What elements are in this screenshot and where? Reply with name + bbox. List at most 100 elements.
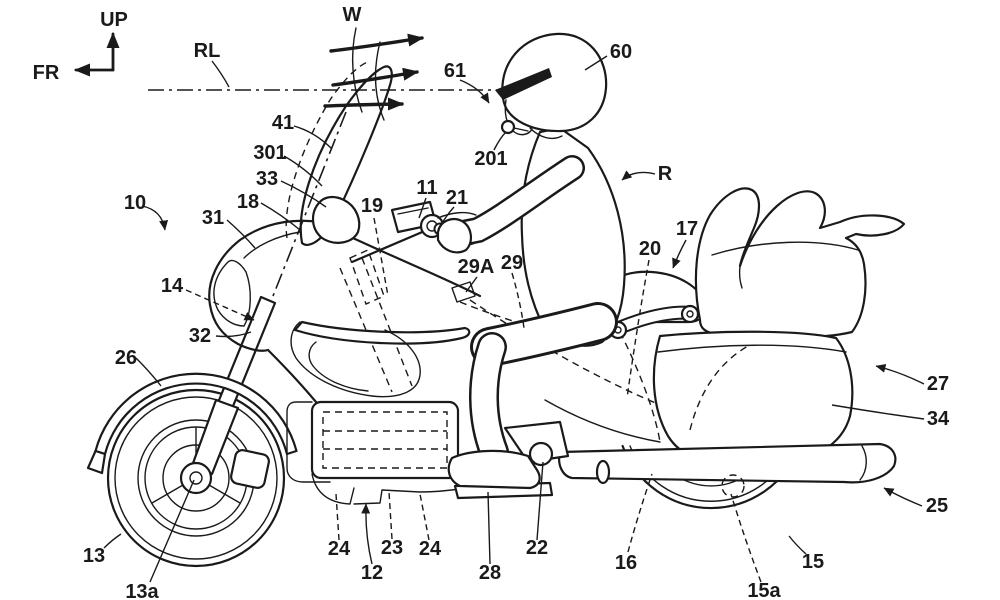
helmet [501, 32, 608, 133]
engine-bracket [286, 401, 331, 483]
label-60: 60 [610, 41, 632, 63]
wind-arrow-icon [331, 67, 419, 87]
leader-12 [361, 503, 373, 565]
battery-box-hidden [322, 411, 448, 469]
label-24-left: 24 [328, 538, 351, 560]
exhaust-hanger [595, 459, 611, 485]
microphone-boom [513, 127, 529, 132]
leader-41 [293, 125, 333, 150]
trunk-and-backrest [694, 187, 906, 339]
label-24-right: 24 [419, 538, 442, 560]
leader-16 [627, 473, 653, 553]
rider [436, 32, 626, 490]
tank-plate [451, 281, 476, 303]
side-cover [290, 321, 421, 398]
front-tire-inner [114, 396, 278, 560]
leader-lines [103, 55, 925, 583]
label-rl: RL [194, 40, 221, 62]
leader-19 [373, 217, 389, 297]
label-27: 27 [927, 373, 949, 395]
fork-hidden [339, 267, 393, 393]
leader-18 [260, 202, 301, 231]
rail-mount-front-bolt [686, 310, 694, 318]
wind-arrow-icon [323, 97, 404, 111]
label-w: W [343, 4, 362, 26]
engine-case [310, 400, 460, 480]
label-20: 20 [639, 238, 661, 260]
leader-25 [883, 487, 923, 507]
rl-leader [211, 60, 230, 88]
rider-hand [436, 217, 472, 254]
mirror-garnish [311, 195, 361, 244]
label-29a: 29A [458, 256, 495, 278]
label-12: 12 [361, 562, 383, 584]
label-41: 41 [272, 112, 294, 134]
label-28: 28 [479, 562, 501, 584]
leader-15a [730, 493, 762, 583]
leader-15 [788, 535, 807, 555]
leader-13 [103, 533, 122, 549]
leader-10 [141, 205, 169, 231]
leader-29 [511, 272, 525, 329]
leader-29A [465, 276, 478, 293]
backrest-edge [738, 265, 743, 289]
trunk-lid-line [711, 241, 859, 256]
leader-60 [584, 55, 608, 71]
handlebar [350, 225, 436, 264]
windscreen [299, 65, 393, 246]
label-15a: 15a [747, 580, 781, 600]
rear-bodywork [453, 187, 906, 500]
label-13: 13 [83, 545, 105, 567]
leader-33 [280, 180, 327, 208]
rear-axle-hidden [721, 474, 745, 498]
fender-front-edge [86, 449, 107, 475]
label-23: 23 [381, 537, 403, 559]
leader-14 [185, 289, 255, 321]
label-14: 14 [161, 275, 184, 297]
label-22: 22 [526, 537, 548, 559]
label-301: 301 [253, 142, 286, 164]
leader-11 [418, 197, 427, 219]
saddlebag-lid-line [657, 344, 847, 353]
wind-arrow-icon [329, 33, 424, 53]
label-61: 61 [444, 60, 466, 82]
front-axle-center [189, 471, 203, 485]
rider-shin-fill [471, 334, 507, 465]
fairing-trim-strip [293, 320, 471, 345]
rider-boot [447, 449, 541, 490]
microphone [500, 119, 516, 135]
reference-line-rl [148, 60, 497, 91]
swingarm [544, 399, 661, 443]
leader-24-left [335, 493, 340, 541]
label-17: 17 [676, 218, 698, 240]
fairing-lower-edge [266, 348, 318, 404]
lower-trim-exhaust [558, 442, 897, 484]
label-18: 18 [237, 191, 259, 213]
helmet-visor-peak [495, 68, 552, 100]
leader-17 [672, 239, 687, 269]
leader-301 [283, 155, 323, 187]
leader-23 [388, 491, 393, 540]
label-21: 21 [446, 187, 468, 209]
brake-caliper [230, 449, 270, 489]
leader-28 [487, 491, 491, 565]
leader-24-right [419, 493, 430, 541]
brake-lever [437, 211, 477, 219]
label-up: UP [100, 9, 128, 31]
leader-61 [459, 79, 490, 104]
muffler-end [859, 445, 867, 481]
leader-34 [831, 404, 925, 420]
label-19: 19 [361, 195, 383, 217]
leader-26 [135, 357, 162, 387]
label-31: 31 [202, 207, 224, 229]
label-25: 25 [926, 495, 948, 517]
leader-27 [875, 363, 925, 385]
reference-labels: UP FR RL W 61 60 201 R 41 301 33 18 31 1… [33, 4, 950, 600]
lower-cowl-step [311, 473, 355, 505]
leader-22 [536, 461, 544, 541]
front-fender [86, 372, 298, 475]
wind-stream-line [374, 41, 385, 121]
leader-R [621, 170, 656, 181]
